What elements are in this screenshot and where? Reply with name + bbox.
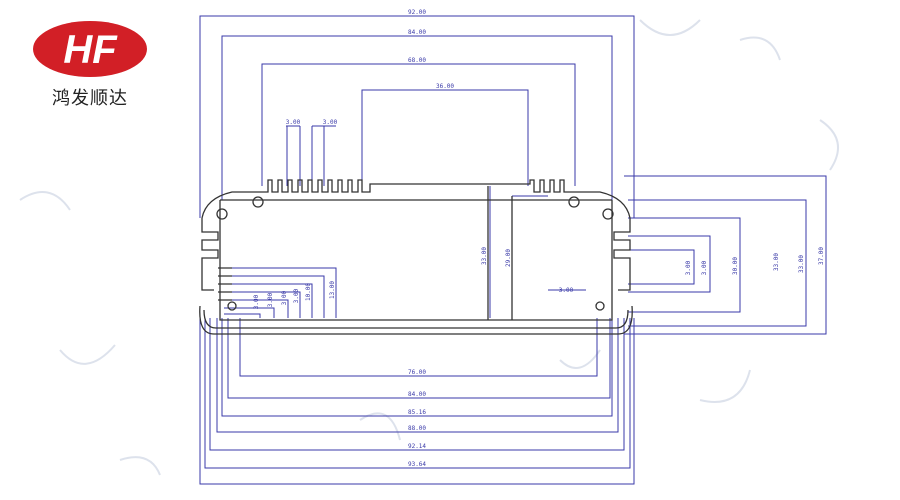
dim-bottom-5: 92.14 bbox=[408, 443, 426, 450]
bottom-dimension-lines bbox=[199, 318, 635, 485]
dim-top-1: 92.00 bbox=[408, 9, 426, 16]
dim-bottom-6: 93.64 bbox=[408, 461, 426, 468]
dim-angle: 3.00 bbox=[559, 287, 574, 294]
watermark bbox=[19, 19, 839, 476]
dim-inner-2: 29.00 bbox=[505, 249, 512, 267]
top-dimension-lines bbox=[199, 15, 635, 218]
right-dimension-labels: 3.00 3.00 30.00 33.00 33.00 37.00 bbox=[685, 247, 825, 276]
inner-dimension-labels: 33.00 29.00 3.00 bbox=[481, 247, 574, 294]
dim-bottom-1: 76.00 bbox=[408, 369, 426, 376]
logo-red-ellipse bbox=[33, 21, 147, 77]
dim-fin-3: 3.00 bbox=[281, 290, 288, 305]
dim-top-4: 36.00 bbox=[436, 83, 454, 90]
dim-right-2: 3.00 bbox=[701, 260, 708, 275]
dim-bottom-2: 84.00 bbox=[408, 391, 426, 398]
company-name: 鸿发顺达 bbox=[52, 88, 128, 109]
dim-bottom-3: 85.16 bbox=[408, 409, 426, 416]
dim-top-3: 68.00 bbox=[408, 57, 426, 64]
dim-right-5: 33.00 bbox=[773, 253, 780, 271]
top-dimension-labels: 92.00 84.00 68.00 36.00 3.00 3.00 bbox=[286, 9, 455, 126]
dim-fin-1: 3.00 bbox=[253, 294, 260, 309]
fin-dimension-lines bbox=[224, 267, 337, 318]
fin-dimension-labels: 3.00 3.00 3.00 3.00 10.00 13.00 bbox=[253, 281, 336, 310]
dim-fin-4: 3.00 bbox=[293, 288, 300, 303]
dim-top-6: 3.00 bbox=[323, 119, 338, 126]
dim-fin-6: 13.00 bbox=[329, 281, 336, 299]
company-logo: HF bbox=[30, 18, 150, 85]
dim-top-5: 3.00 bbox=[286, 119, 301, 126]
dim-right-6: 37.00 bbox=[818, 247, 825, 265]
dim-top-2: 84.00 bbox=[408, 29, 426, 36]
dim-fin-2: 3.00 bbox=[267, 292, 274, 307]
dim-inner-1: 33.00 bbox=[481, 247, 488, 265]
right-dimension-lines bbox=[489, 175, 827, 335]
dim-right-3: 30.00 bbox=[732, 257, 739, 275]
dim-right-1: 3.00 bbox=[685, 260, 692, 275]
logo-text: HF bbox=[63, 28, 118, 72]
dim-bottom-4: 88.00 bbox=[408, 425, 426, 432]
dim-fin-5: 10.00 bbox=[305, 283, 312, 301]
bottom-dimension-labels: 76.00 84.00 85.16 88.00 92.14 93.64 bbox=[408, 369, 426, 468]
profile-outline bbox=[199, 179, 633, 335]
dim-right-4: 33.00 bbox=[798, 255, 805, 273]
